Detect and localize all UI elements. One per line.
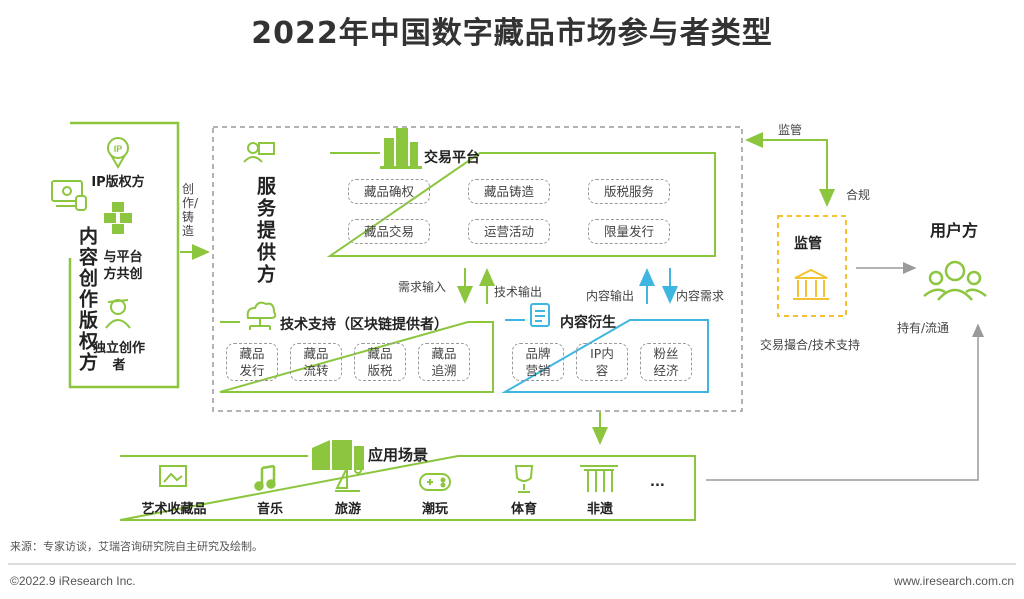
website: www.iresearch.com.cn xyxy=(893,574,1014,588)
service-frame xyxy=(212,126,743,412)
regulator-title: 监管 xyxy=(794,236,822,252)
content-output-label: 内容输出 xyxy=(586,289,635,303)
content-demand-label: 内容需求 xyxy=(676,289,725,303)
create-mint-label: 创作/铸造 xyxy=(182,182,199,238)
creator-independent-label: 独立创作者 xyxy=(93,341,146,373)
service-heading: 服务提供方 xyxy=(254,176,276,286)
regulator-frame xyxy=(777,215,847,317)
scene-travel: 旅游 xyxy=(334,502,361,517)
scene-art: 艺术收藏品 xyxy=(141,502,207,517)
music-note-icon xyxy=(254,464,276,491)
tech-support-frame xyxy=(219,321,494,393)
compliance-label: 合规 xyxy=(846,188,871,202)
trading-platform-frame xyxy=(326,152,716,257)
tech-item-trace: 藏品追溯 xyxy=(418,343,470,381)
regulator-building-icon xyxy=(793,268,829,300)
tech-output-label: 技术输出 xyxy=(494,285,543,299)
puzzle-cocreate-icon xyxy=(104,202,132,234)
page-title: 2022年中国数字藏品市场参与者类型 xyxy=(251,16,773,51)
creators-heading: 内容创作版权方 xyxy=(76,222,98,377)
heritage-monument-icon xyxy=(580,465,618,492)
independent-creator-icon xyxy=(105,299,131,329)
trading-item-confirm: 藏品确权 xyxy=(348,179,430,204)
trading-item-royalty: 版税服务 xyxy=(588,179,670,204)
derivative-title: 内容衍生 xyxy=(560,315,616,331)
travel-sail-icon xyxy=(335,466,362,492)
tech-item-transfer: 藏品流转 xyxy=(290,343,342,381)
copyright: ©2022.9 iResearch Inc. xyxy=(10,574,136,588)
scenes-title: 应用场景 xyxy=(368,446,429,464)
demand-input-label: 需求输入 xyxy=(398,280,447,294)
cloud-network-icon xyxy=(246,301,277,330)
scene-heritage: 非遗 xyxy=(586,502,613,517)
regulator-link xyxy=(752,139,835,207)
trading-item-trade: 藏品交易 xyxy=(348,219,430,244)
tech-item-royalty: 藏品版税 xyxy=(354,343,406,381)
matchmaking-label: 交易撮合/技术支持 xyxy=(760,338,861,352)
tech-item-issue: 藏品发行 xyxy=(226,343,278,381)
scenes-to-user-arrow xyxy=(706,323,984,481)
trading-building-icon xyxy=(380,128,422,169)
trading-item-operation: 运营活动 xyxy=(468,219,550,244)
derivative-item-brand: 品牌营销 xyxy=(512,343,564,381)
source-note: 来源：专家访谈，艾瑞咨询研究院自主研究及绘制。 xyxy=(10,540,263,553)
derivative-item-ip: IP内容 xyxy=(576,343,628,381)
art-frame-icon xyxy=(159,465,187,487)
svg-text:IP: IP xyxy=(114,144,123,154)
scenes-container-icon xyxy=(312,440,364,470)
derivative-frame xyxy=(501,319,709,393)
gamepad-icon xyxy=(419,473,451,491)
trading-item-limited: 限量发行 xyxy=(588,219,670,244)
service-provider-icon xyxy=(243,142,275,163)
document-icon xyxy=(530,303,550,327)
scene-toys: 潮玩 xyxy=(421,502,448,517)
derivative-item-fans: 粉丝经济 xyxy=(640,343,692,381)
scene-more: ... xyxy=(650,475,665,490)
ip-pin-icon: IP xyxy=(107,137,129,169)
laptop-creator-icon xyxy=(51,180,87,211)
scenes-frame xyxy=(119,455,696,521)
users-group-icon xyxy=(923,260,987,301)
scene-music: 音乐 xyxy=(256,502,283,517)
hold-circulate-label: 持有/流通 xyxy=(897,321,950,335)
creator-bracket xyxy=(68,121,180,389)
trading-item-mint: 藏品铸造 xyxy=(468,179,550,204)
tech-support-title: 技术支持（区块链提供者） xyxy=(280,317,448,333)
trading-platform-title: 交易平台 xyxy=(424,150,480,166)
user-title: 用户方 xyxy=(930,221,979,240)
scene-sports: 体育 xyxy=(510,502,537,517)
creator-cocreate-label: 与平台方共创 xyxy=(103,250,143,282)
supervise-label: 监管 xyxy=(778,123,803,137)
creator-ip-owner-label: IP版权方 xyxy=(91,175,145,190)
trophy-icon xyxy=(514,465,534,493)
